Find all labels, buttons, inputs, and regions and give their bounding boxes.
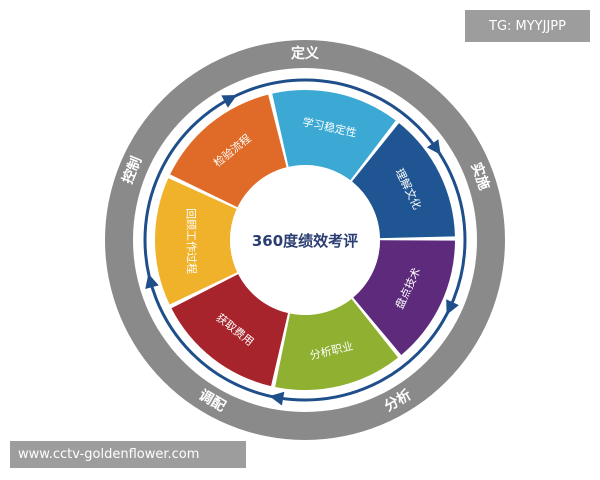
cycle-arrow-4 [269, 391, 285, 406]
segment-2 [353, 240, 455, 356]
segment-label-5: 回顾工作过程 [184, 208, 198, 274]
cycle-arrow-1 [221, 94, 237, 108]
segment-1 [351, 123, 455, 239]
segment-5 [155, 178, 238, 305]
arrow-ring [143, 78, 467, 402]
cycle-arrow-3 [446, 299, 459, 315]
segment-6 [170, 94, 287, 208]
segment-7 [272, 90, 396, 181]
segment-4 [171, 274, 289, 387]
arrows-group [145, 94, 459, 406]
cycle-arrow-5 [145, 273, 159, 290]
cycle-arrow-2 [426, 139, 441, 155]
watermark-top: TG: MYYJJPP [465, 10, 590, 42]
center-title: 360度绩效考评 [252, 232, 358, 250]
segment-3 [275, 298, 399, 390]
outer-label-1: 定义 [291, 45, 319, 62]
center-disc [230, 165, 380, 315]
watermark-bottom: www.cctv-goldenflower.com [10, 441, 246, 468]
